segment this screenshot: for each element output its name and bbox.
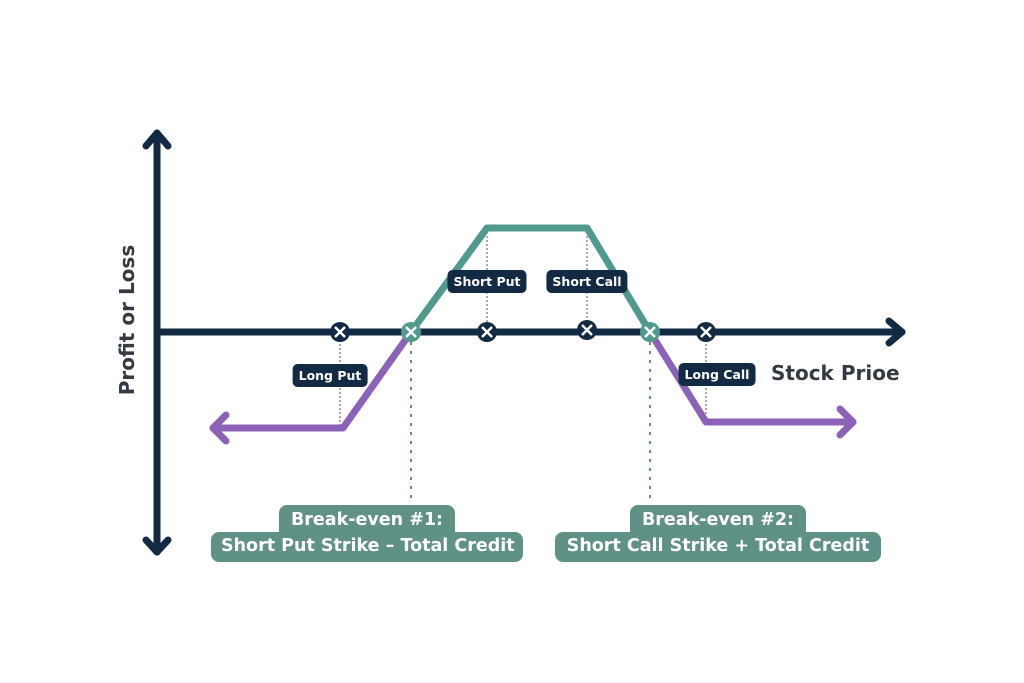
y-axis [142, 129, 172, 556]
tag-short-put: Short Put [447, 270, 527, 293]
x-axis [153, 317, 906, 347]
breakeven-1-formula: Short Put Strike – Total Credit [211, 532, 523, 562]
strike-marker-short-put [477, 322, 497, 342]
breakeven-box-1: Break-even #1: Short Put Strike – Total … [211, 505, 523, 562]
loss-line [209, 328, 857, 445]
breakeven-marker-1 [401, 322, 421, 342]
strike-marker-long-put [330, 322, 350, 342]
y-axis-label: Profit or Loss [115, 244, 139, 396]
breakeven-1-title: Break-even #1: [278, 505, 456, 532]
breakeven-2-title: Break-even #2: [629, 505, 807, 532]
breakeven-box-2: Break-even #2: Short Call Strike + Total… [555, 505, 881, 562]
tag-long-call: Long Call [678, 363, 756, 386]
breakeven-2-formula: Short Call Strike + Total Credit [555, 532, 881, 562]
x-axis-label: Stock Prioe [771, 361, 900, 385]
tag-short-call: Short Call [546, 270, 628, 293]
strike-marker-long-call [696, 322, 716, 342]
strike-marker-short-call [577, 320, 597, 340]
tag-long-put: Long Put [292, 364, 368, 387]
breakeven-marker-2 [640, 322, 660, 342]
